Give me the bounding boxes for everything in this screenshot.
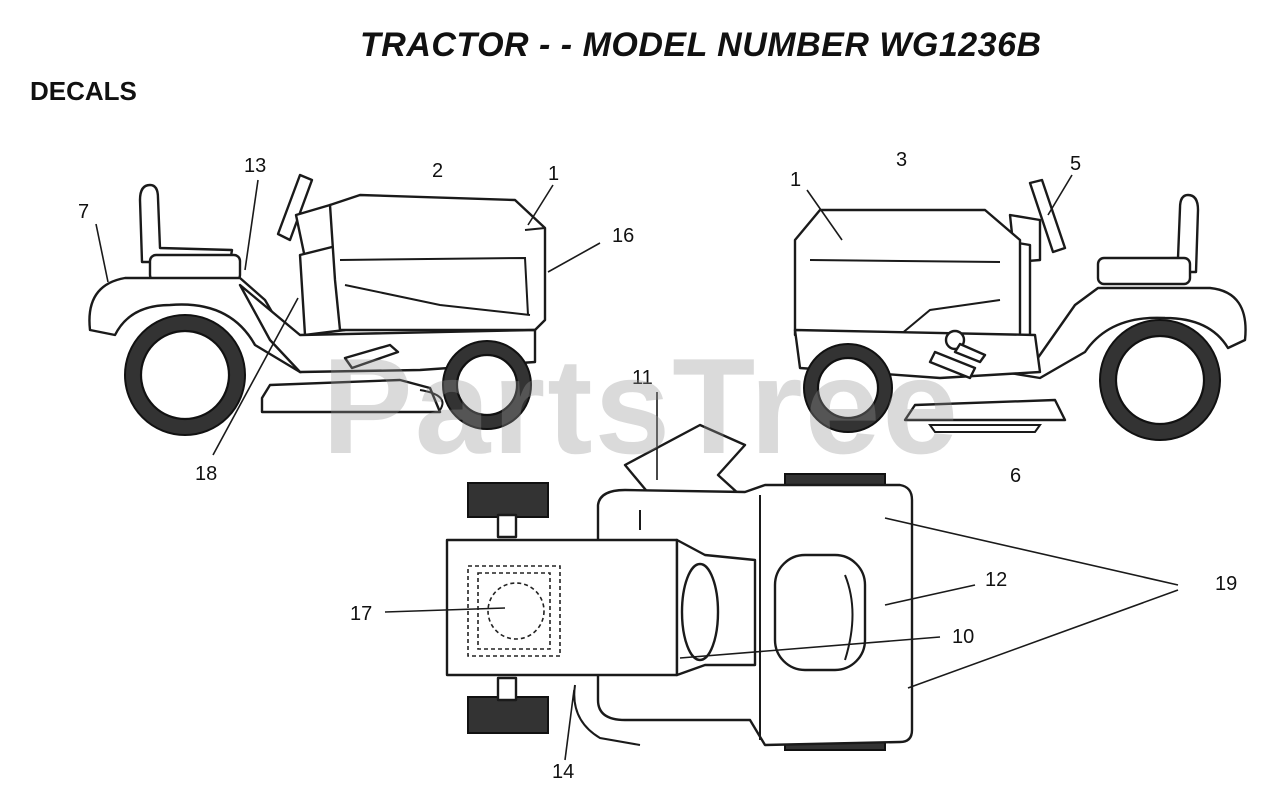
- callout-1: 1: [548, 163, 559, 185]
- section-heading: DECALS: [30, 76, 137, 106]
- callout-19: 19: [1215, 573, 1237, 595]
- pedal: [343, 343, 400, 370]
- tractor-right-side-view: [793, 178, 1247, 441]
- seat-top: [773, 553, 867, 672]
- mower-deck: [903, 398, 1067, 422]
- callout-18: 18: [195, 463, 217, 485]
- page-title: TRACTOR - - MODEL NUMBER WG1236B: [360, 26, 1042, 64]
- callout-10: 10: [952, 626, 974, 648]
- mower-deck: [260, 378, 442, 414]
- callout-numbers: 7 13 2 1 16 18 1 3 5 11 6 17 12 19 10 14: [78, 149, 1237, 783]
- front-left-tire: [467, 482, 549, 518]
- callout-leaders: [95, 174, 1179, 761]
- hood-top: [445, 538, 679, 677]
- hood: [793, 208, 1022, 337]
- callout-17: 17: [350, 603, 372, 625]
- rear-fender: [978, 286, 1247, 380]
- callout-12: 12: [985, 569, 1007, 591]
- steering-wheel: [1028, 178, 1067, 254]
- decal-outline: [467, 565, 561, 657]
- steering-wheel-top: [680, 562, 720, 662]
- hood: [328, 193, 547, 332]
- callout-11: 11: [632, 367, 653, 389]
- tractor-top-view: [445, 423, 914, 751]
- callout-7: 7: [78, 201, 89, 223]
- steering-wheel: [276, 173, 314, 242]
- callout-16: 16: [612, 225, 634, 247]
- key-ignition-icon: [928, 329, 987, 380]
- callout-13: 13: [244, 155, 266, 177]
- callout-3: 3: [896, 149, 907, 171]
- callout-6: 6: [1010, 465, 1021, 487]
- tractor-left-side-view: [88, 173, 547, 436]
- callout-14: 14: [552, 761, 574, 783]
- seat-base: [1096, 256, 1192, 286]
- seat: [138, 183, 234, 264]
- callout-2: 2: [432, 160, 443, 182]
- callout-1-right: 1: [790, 169, 801, 191]
- front-right-tire: [467, 696, 549, 734]
- callout-5: 5: [1070, 153, 1081, 175]
- watermark: PartsTree: [322, 330, 960, 482]
